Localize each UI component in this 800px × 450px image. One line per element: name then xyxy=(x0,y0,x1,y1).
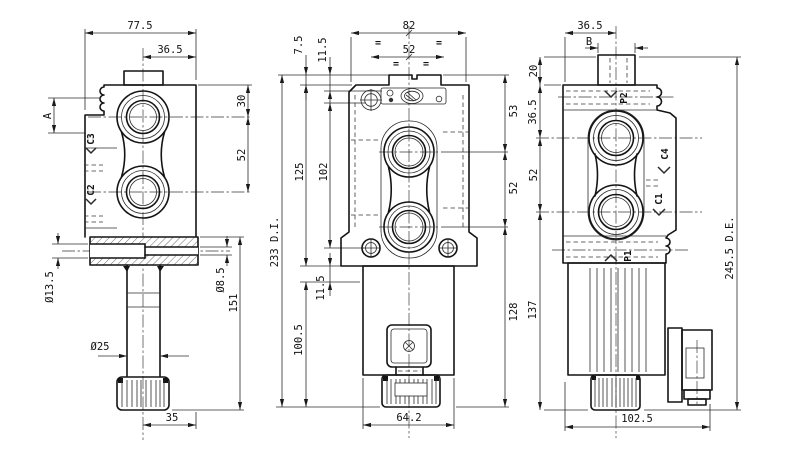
sym-equal-4: = xyxy=(423,59,429,70)
dim-mid-52-top: 52 xyxy=(403,44,416,56)
port-p1-arrow-icon xyxy=(604,253,618,262)
dim-left-35: 35 xyxy=(166,412,179,424)
knurl-ribs-right xyxy=(594,378,637,407)
dim-right-20: 20 xyxy=(528,65,540,78)
knurl-ribs-left xyxy=(121,380,165,407)
dim-mid-53: 53 xyxy=(508,105,520,118)
sym-equal-2: = xyxy=(436,38,442,49)
sym-equal-3: = xyxy=(393,59,399,70)
dim-mid-64-2: 64.2 xyxy=(396,412,421,424)
port-label-p1: P1 xyxy=(623,250,634,262)
dim-left-52: 52 xyxy=(236,149,248,162)
dim-mid-82: 82 xyxy=(403,20,416,32)
dim-mid-52-right: 52 xyxy=(508,182,520,195)
dim-left-dia-13-5: Ø13.5 xyxy=(44,271,56,303)
dim-mid-128: 128 xyxy=(508,303,520,322)
dim-left-offset: 36.5 xyxy=(157,44,182,56)
port-p2-arrow-icon xyxy=(604,90,618,99)
solenoid-ribs xyxy=(589,268,647,372)
dim-mid-233: 233 D.I. xyxy=(269,217,281,268)
dim-left-dia-8-5: Ø8.5 xyxy=(215,267,227,292)
dim-mid-11-5-top: 11.5 xyxy=(317,37,329,62)
dim-mid-7-5: 7.5 xyxy=(293,36,305,55)
dim-left-total-width: 77.5 xyxy=(127,20,152,32)
port-label-p2: P2 xyxy=(619,92,630,103)
port-label-c1: C1 xyxy=(654,193,665,205)
dim-mid-125: 125 xyxy=(294,163,306,182)
dim-right-102-5: 102.5 xyxy=(621,413,653,425)
port-c2-arrow-icon xyxy=(85,198,97,206)
dim-left-151: 151 xyxy=(228,294,240,313)
dim-right-245-5: 245.5 D.E. xyxy=(724,216,736,279)
dim-mid-102: 102 xyxy=(318,163,330,182)
dim-right-36-5-left: 36.5 xyxy=(527,99,539,124)
left-view: 77.5 36.5 C3 C2 A 30 52 xyxy=(42,20,252,440)
dim-right-137: 137 xyxy=(527,301,539,320)
port-c3-arrow-icon xyxy=(85,147,97,155)
dim-left-a: A xyxy=(42,112,54,119)
dim-right-52: 52 xyxy=(528,169,540,182)
port-label-c2: C2 xyxy=(86,184,97,195)
dim-right-36-5-top: 36.5 xyxy=(577,20,602,32)
dim-right-b: B xyxy=(586,36,592,48)
port-c4-arrow-icon xyxy=(657,166,671,175)
right-view: 36.5 B P2 C4 C1 P1 xyxy=(527,20,741,438)
dim-mid-11-5-bot: 11.5 xyxy=(315,275,327,300)
dim-left-dia-25: Ø25 xyxy=(91,341,110,353)
middle-view: 82 52 = = = = 233 D.I. 7.5 11.5 125 xyxy=(269,20,520,438)
port-label-c4: C4 xyxy=(660,148,671,160)
port-c1-arrow-icon xyxy=(652,208,666,217)
dim-left-30: 30 xyxy=(236,95,248,108)
port-label-c3: C3 xyxy=(86,133,97,145)
dim-mid-100-5: 100.5 xyxy=(293,324,305,356)
sym-equal-1: = xyxy=(375,38,381,49)
